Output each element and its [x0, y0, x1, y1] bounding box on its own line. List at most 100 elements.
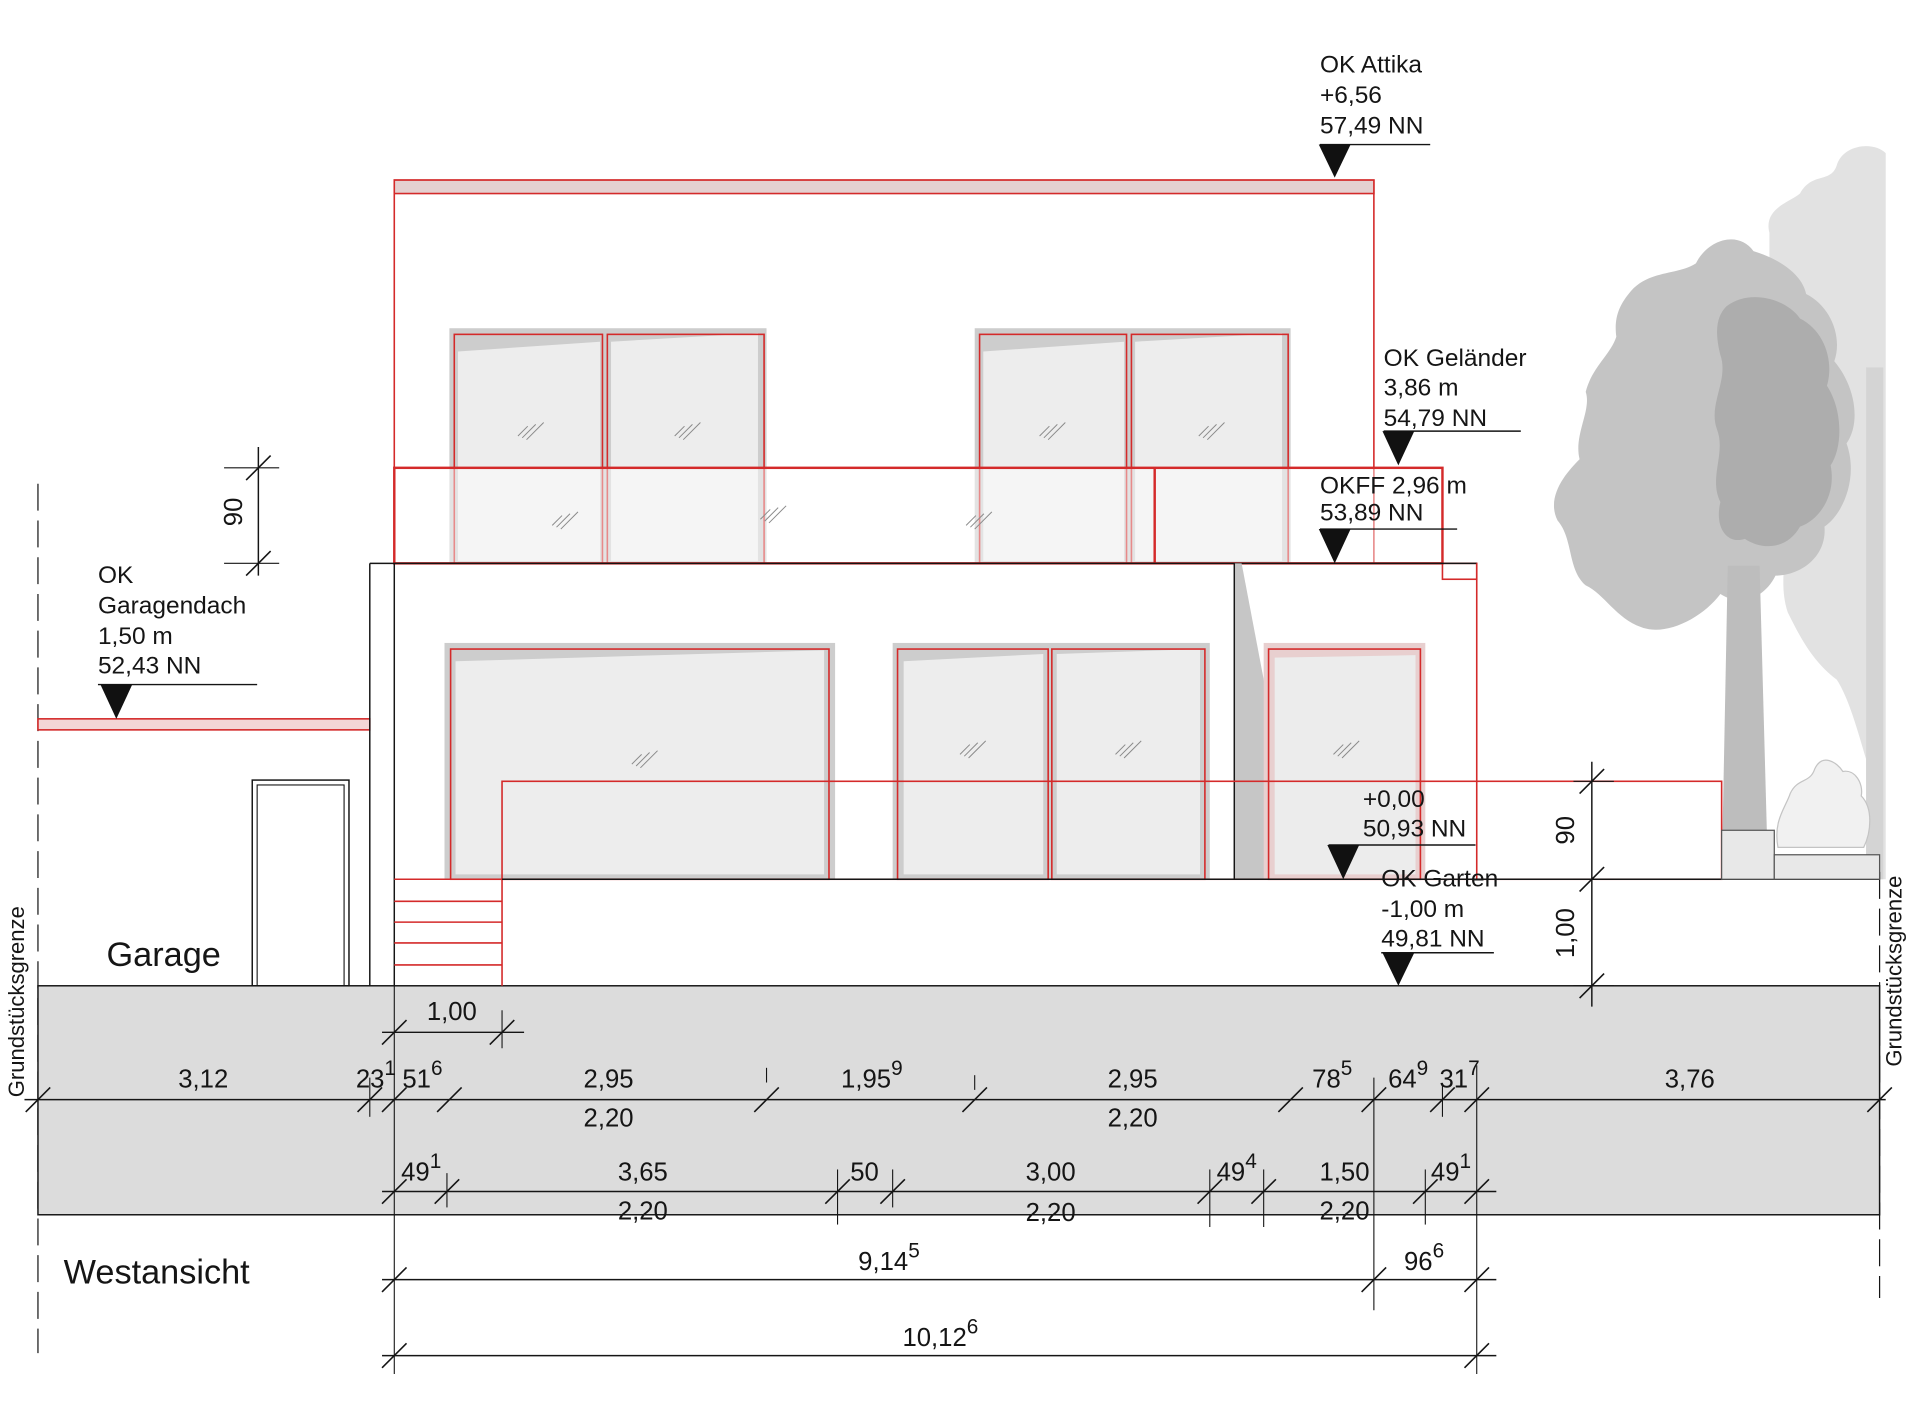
- window-glass: [983, 341, 1125, 561]
- balcony-railing: [393, 466, 1444, 565]
- glass-hatch: [764, 507, 779, 522]
- bush: [1776, 759, 1871, 849]
- level-name: OK Garten: [1381, 866, 1498, 893]
- glass-hatch: [1115, 744, 1126, 755]
- garage-label: Garage: [107, 936, 221, 974]
- glass-hatch: [1341, 740, 1360, 759]
- glass-hatch: [631, 754, 642, 765]
- glass-hatch: [517, 425, 529, 437]
- dimension-tick: [1361, 1266, 1387, 1293]
- dimension-tick: [1463, 1342, 1490, 1369]
- vertical-dimension-left: 90: [220, 447, 280, 576]
- window-glass: [903, 653, 1044, 875]
- door-glass: [1274, 655, 1416, 875]
- dim-value: 96: [1404, 1248, 1433, 1276]
- dimension-tick: [245, 455, 272, 481]
- garage-door-outer: [251, 779, 350, 987]
- dim-label: 785: [1312, 1057, 1352, 1093]
- glass-hatch: [682, 422, 701, 441]
- dimension-tick: [1579, 866, 1605, 893]
- tree-back-trunk: [1866, 367, 1884, 880]
- ground-door-right: [1263, 642, 1426, 881]
- level-marker-gelaender: OK Geländer 3,86 m 54,79 NN: [1382, 345, 1527, 466]
- garden-block-high: [1721, 829, 1775, 880]
- dim-label: 9,145: [858, 1240, 920, 1276]
- level-marker-garagendach: OK Garagendach 1,50 m 52,43 NN: [98, 562, 258, 719]
- tree-front-trunk: [1721, 565, 1769, 880]
- level-nn: 52,43 NN: [98, 653, 201, 680]
- drawing-title: Westansicht: [64, 1253, 250, 1291]
- level-relative: +6,56: [1320, 82, 1382, 109]
- dimension-tick: [1579, 972, 1605, 999]
- level-name-2: Garagendach: [98, 593, 246, 620]
- glass-hatch: [1207, 422, 1225, 441]
- dimension-tick: [381, 1342, 408, 1369]
- glass-hatch: [551, 515, 563, 526]
- glass-hatch: [768, 505, 787, 524]
- dimension-tick: [1463, 1086, 1490, 1113]
- property-line-label-right: Grundstücksgrenze: [1881, 876, 1906, 1067]
- ground-floor: [369, 562, 1881, 986]
- dimension-ticks: [25, 455, 1893, 1369]
- dim-label: 516: [402, 1057, 442, 1093]
- dim-value: 23: [356, 1065, 385, 1093]
- glass-hatch: [1198, 425, 1209, 437]
- stair-width-label: 1,00: [427, 998, 477, 1026]
- dim-label: 494: [1217, 1150, 1257, 1186]
- dim-sup: 6: [431, 1057, 443, 1080]
- stairs: [394, 878, 503, 966]
- dim-value: 49: [401, 1158, 430, 1186]
- garden-height-label: 1,00: [1552, 908, 1580, 958]
- dim-height-label: 2,20: [1319, 1198, 1369, 1226]
- glass-hatch: [556, 513, 571, 528]
- trees: [1553, 146, 1886, 880]
- dim-value: 1,95: [841, 1065, 891, 1093]
- garage-roof: [37, 718, 371, 731]
- dimension-row-2-labels: 491 3,65 2,20 50 3,00 2,20 494 1,50 2,20…: [401, 1150, 1471, 1227]
- level-name: OK Geländer: [1384, 345, 1527, 372]
- dim-value: 10,12: [902, 1324, 966, 1352]
- level-name: OK: [98, 562, 134, 589]
- dim-value: 49: [1217, 1158, 1246, 1186]
- dimension-row-1-labels: 3,12 231 516 2,95 2,20 1,959 2,95 2,20 7…: [178, 1057, 1715, 1132]
- level-triangle: [1327, 844, 1360, 880]
- dim-label: 491: [401, 1150, 441, 1186]
- upper-window-right: [974, 328, 1291, 565]
- dimension-tick: [436, 1086, 463, 1113]
- glass-hatch: [760, 509, 771, 520]
- glass-hatch: [640, 750, 658, 769]
- dimension-tick: [381, 1266, 408, 1293]
- dim-height-label: 2,20: [618, 1198, 668, 1226]
- dim-label: 2,95: [1108, 1065, 1158, 1093]
- dim-value: 49: [1431, 1158, 1460, 1186]
- level-marker-okff: OKFF 2,96 m 53,89 NN: [1318, 473, 1467, 564]
- dim-label: 317: [1440, 1057, 1480, 1093]
- dimension-tick: [1463, 1266, 1490, 1293]
- level-marker-garten: OK Garten -1,00 m 49,81 NN: [1381, 866, 1498, 986]
- dim-value: 64: [1388, 1065, 1417, 1093]
- glass-hatch: [970, 513, 985, 528]
- dim-sup: 1: [1460, 1150, 1472, 1173]
- garage-door-inner: [256, 784, 345, 987]
- dimension-tick: [434, 1178, 460, 1205]
- level-marker-zero: +0,00 50,93 NN: [1327, 786, 1476, 880]
- dimension-tick: [381, 1178, 408, 1205]
- window-glass: [1056, 649, 1200, 875]
- dim-label: 3,76: [1665, 1065, 1715, 1093]
- vertical-dimension-right: 90 1,00: [1552, 761, 1614, 1007]
- glass-hatch: [678, 424, 693, 439]
- glass-hatch: [526, 422, 545, 441]
- dimension-tick: [961, 1086, 988, 1113]
- dimension-tick: [824, 1178, 851, 1205]
- level-name: OKFF 2,96 m: [1320, 473, 1467, 500]
- level-marker-attika: OK Attika +6,56 57,49 NN: [1318, 51, 1431, 178]
- terrace-height-label: 90: [1552, 816, 1580, 845]
- level-relative: 1,50 m: [98, 623, 173, 650]
- level-nn: 54,79 NN: [1384, 405, 1487, 432]
- glass-hatch: [968, 740, 987, 759]
- ground-window-middle: [892, 642, 1210, 881]
- dim-value: 51: [402, 1065, 431, 1093]
- dimension-tick: [753, 1086, 780, 1113]
- dimension-lines: [24, 985, 1886, 1374]
